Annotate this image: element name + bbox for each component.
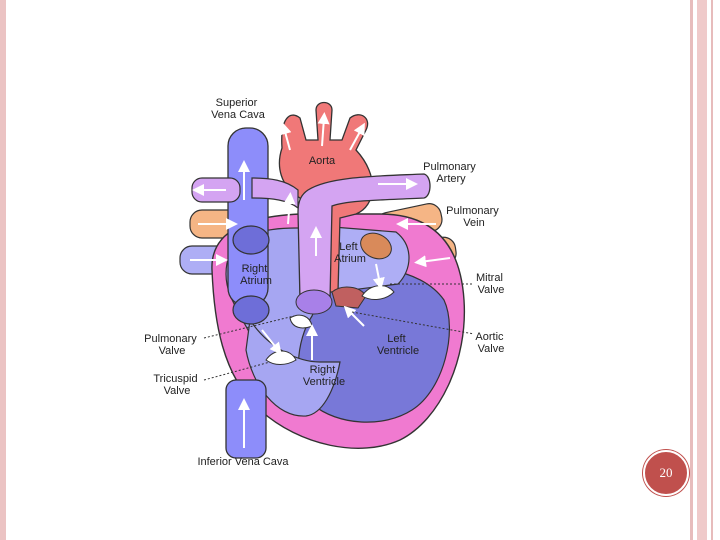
label-superior-vena-cava: Superior Vena Cava (211, 97, 266, 121)
label-left-ventricle: Left Ventricle (377, 333, 419, 357)
label-inferior-vena-cava: Inferior Vena Cava (197, 456, 289, 468)
page-number-badge: 20 (643, 450, 689, 496)
label-tricuspid-valve: Tricuspid Valve (153, 373, 200, 397)
label-right-atrium: Right Atrium (240, 263, 272, 287)
slide-frame-right-stripe (690, 0, 693, 540)
slide-frame-right-stripe (697, 0, 707, 540)
label-aortic-valve: Aortic Valve (475, 331, 506, 355)
label-right-ventricle: Right Ventricle (303, 364, 345, 388)
label-mitral-valve: Mitral Valve (476, 272, 506, 296)
label-left-atrium: Left Atrium (334, 241, 366, 265)
slide-frame-right-stripe (711, 0, 713, 540)
flow-arrows (190, 112, 451, 448)
label-pulmonary-vein: Pulmonary Vein (446, 205, 502, 229)
label-pulmonary-valve: Pulmonary Valve (144, 333, 200, 357)
slide-frame-left (0, 0, 6, 540)
vena-cava (225, 127, 270, 459)
label-aorta: Aorta (309, 155, 336, 167)
leader-lines (203, 283, 475, 381)
label-pulmonary-artery: Pulmonary Artery (423, 161, 479, 185)
